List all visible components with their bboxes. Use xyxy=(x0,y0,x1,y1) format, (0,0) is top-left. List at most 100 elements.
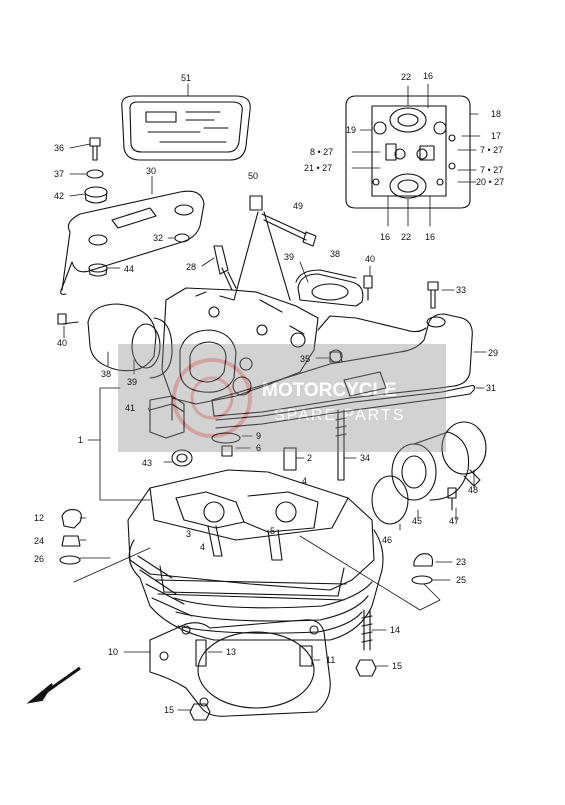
part-44-grommet xyxy=(88,263,108,277)
part-24-nut xyxy=(61,535,81,547)
watermark-line2: SPARE PARTS xyxy=(274,407,405,424)
rocker-case-upper xyxy=(161,287,319,405)
watermark: MOTORCYCLE SPARE PARTS xyxy=(118,344,446,452)
inset-label-18: 18 xyxy=(491,109,501,119)
label-34: 34 xyxy=(360,453,370,463)
label-49: 49 xyxy=(293,201,303,211)
part-34-stud xyxy=(335,409,347,481)
part-42-grommet xyxy=(84,186,108,204)
part-23-cap xyxy=(413,553,434,567)
label-2: 2 xyxy=(307,453,312,463)
part-11-dowel xyxy=(299,645,313,667)
part-13-dowel xyxy=(195,639,207,667)
label-48: 48 xyxy=(468,485,478,495)
part-32-grommet xyxy=(174,233,190,243)
part-15-nut-left xyxy=(189,703,211,721)
leader-50 xyxy=(233,211,291,301)
label-25: 25 xyxy=(456,575,466,585)
label-44: 44 xyxy=(124,264,134,274)
part-38-cap-left xyxy=(87,303,161,372)
label-45: 45 xyxy=(412,516,422,526)
inset-label-16c: 16 xyxy=(425,232,435,242)
leader-lines xyxy=(63,83,487,711)
part-46-o-ring xyxy=(371,475,409,525)
inset-label-17: 17 xyxy=(491,131,501,141)
part-33-bolt xyxy=(427,281,439,309)
part-39-gasket-left xyxy=(149,317,173,379)
part-6-guide xyxy=(221,445,233,457)
label-15b: 15 xyxy=(164,705,174,715)
label-43: 43 xyxy=(142,458,152,468)
part-40-bolt-right xyxy=(363,275,373,301)
label-14: 14 xyxy=(390,625,400,635)
label-29: 29 xyxy=(488,348,498,358)
label-24: 24 xyxy=(34,536,44,546)
label-50: 50 xyxy=(248,171,258,181)
label-39b: 39 xyxy=(127,377,137,387)
label-23: 23 xyxy=(456,557,466,567)
part-15-nut-right xyxy=(355,659,377,677)
watermark-line1: MOTORCYCLE xyxy=(262,380,397,401)
inset-label-22a: 22 xyxy=(401,72,411,82)
inset-label-7-27b: 7 • 27 xyxy=(480,165,503,175)
cylinder-head xyxy=(127,469,375,601)
part-37-washer xyxy=(86,169,104,179)
part-9-o-ring xyxy=(211,432,241,444)
label-38a: 38 xyxy=(330,249,340,259)
part-41-block xyxy=(149,395,185,439)
inset-head-top-view xyxy=(345,95,471,209)
label-41: 41 xyxy=(125,403,135,413)
part-29-rocker-cover xyxy=(211,313,473,417)
part-50-bolt xyxy=(249,195,263,211)
label-35: 35 xyxy=(300,354,310,364)
inset-label-20-27: 20 • 27 xyxy=(476,177,504,187)
part-36-bolt xyxy=(89,137,101,161)
label-4a: 4 xyxy=(302,476,307,486)
inset-label-21-27: 21 • 27 xyxy=(304,163,332,173)
part-labels: 51 36 37 42 30 32 44 50 49 28 38 39 40 3… xyxy=(34,71,504,715)
part-30-cover xyxy=(60,190,205,295)
label-32: 32 xyxy=(153,233,163,243)
part-39-gasket-right xyxy=(295,269,357,283)
inset-label-16b: 16 xyxy=(380,232,390,242)
part-10-gasket xyxy=(149,619,331,717)
inset-label-16a: 16 xyxy=(423,71,433,81)
label-26: 26 xyxy=(34,554,44,564)
label-36: 36 xyxy=(54,143,64,153)
label-28: 28 xyxy=(186,262,196,272)
label-42: 42 xyxy=(54,191,64,201)
direction-arrow-icon xyxy=(26,666,81,704)
part-45-intake-pipe xyxy=(391,431,470,501)
label-11: 11 xyxy=(326,655,335,665)
part-12-cap xyxy=(61,509,82,529)
label-4b: 4 xyxy=(200,542,205,552)
part-28-spark-plug xyxy=(213,245,237,291)
label-46: 46 xyxy=(382,535,392,545)
part-47-bolt xyxy=(447,487,457,511)
part-51-plate xyxy=(121,95,251,161)
label-39a: 39 xyxy=(284,252,294,262)
part-49-bolt xyxy=(261,213,317,247)
part-40-bolt-left xyxy=(57,313,79,325)
label-10: 10 xyxy=(108,647,118,657)
cylinder-fins xyxy=(128,529,384,641)
inset-label-22b: 22 xyxy=(401,232,411,242)
label-31: 31 xyxy=(486,383,496,393)
inset-label-8-27: 8 • 27 xyxy=(310,147,333,157)
part-26-washer xyxy=(59,555,81,565)
part-38-cap-right xyxy=(297,273,364,307)
label-37: 37 xyxy=(54,169,64,179)
label-40a: 40 xyxy=(365,254,375,264)
label-5: 5 xyxy=(270,526,275,536)
label-1: 1 xyxy=(78,435,83,445)
label-3: 3 xyxy=(186,529,191,539)
inset-label-7-27a: 7 • 27 xyxy=(480,145,503,155)
label-12: 12 xyxy=(34,513,44,523)
label-15a: 15 xyxy=(392,661,402,671)
label-47: 47 xyxy=(449,516,459,526)
inset-label-19: 19 xyxy=(346,125,356,135)
part-35-nut xyxy=(329,351,343,363)
label-51: 51 xyxy=(181,73,191,83)
